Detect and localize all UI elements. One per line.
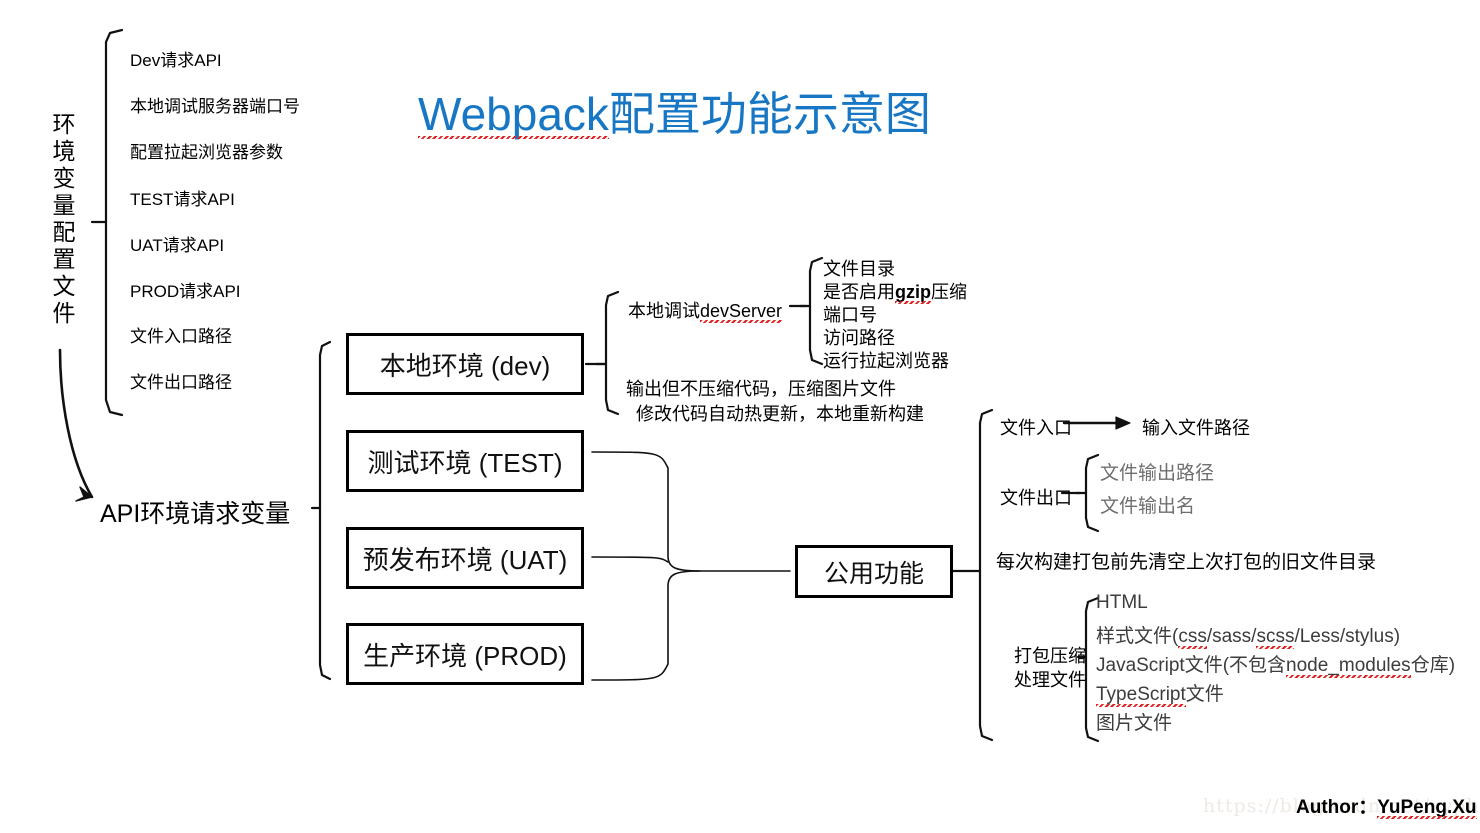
env-config-item-7: 文件出口路径 (130, 373, 232, 392)
file-output-item-0: 文件输出路径 (1100, 463, 1215, 484)
text-post: 压缩 (931, 282, 967, 303)
devserver-item-2: 端口号 (823, 301, 877, 327)
file-output-label: 文件出口 (1000, 488, 1072, 509)
author-credit: Author：YuPeng.Xu (1296, 792, 1477, 819)
text: JavaScript文件(不包含 (1096, 655, 1287, 676)
author-name: YuPeng.Xu (1377, 797, 1477, 819)
devserver-prefix: 本地调试 (628, 301, 700, 322)
dev-note-1: 修改代码自动热更新，本地重新构建 (636, 404, 924, 425)
clean-note: 每次构建打包前先清空上次打包的旧文件目录 (996, 551, 1377, 573)
text-post: 文件 (1185, 684, 1224, 705)
text-post: /Less/stylus) (1294, 626, 1401, 647)
env-box-prod[interactable]: 生产环境 (PROD) (346, 623, 584, 685)
env-config-vertical-label: 环境变量配置文件 (49, 112, 75, 328)
text: 样式文件( (1096, 626, 1179, 647)
text: HTML (1096, 592, 1148, 613)
author-prefix: Author： (1296, 797, 1378, 818)
pack-compress-label: 打包压缩 处理文件 (1014, 645, 1086, 693)
pack-item-2: JavaScript文件(不包含node_modules仓库) (1096, 650, 1456, 678)
text: 端口号 (823, 305, 877, 326)
text: 访问路径 (823, 328, 895, 349)
text: 图片文件 (1096, 713, 1173, 734)
env-box-dev[interactable]: 本地环境 (dev) (346, 333, 584, 395)
devserver-name: devServer (700, 301, 783, 323)
text-post: 仓库) (1410, 655, 1456, 676)
pack-item-4: 图片文件 (1096, 708, 1172, 735)
devserver-item-0: 文件目录 (823, 255, 895, 281)
marked-text: css (1178, 626, 1207, 649)
devserver-item-1: 是否启用gzip压缩 (823, 278, 967, 304)
marked-text: gzip (895, 282, 931, 304)
env-config-item-5: PROD请求API (130, 282, 241, 301)
pack-item-0: HTML (1096, 592, 1148, 614)
env-config-item-4: UAT请求API (130, 236, 225, 255)
pack-compress-label-line1: 打包压缩 (1014, 646, 1086, 667)
page-title: Webpack配置功能示意图 (418, 78, 931, 144)
pack-compress-label-line2: 处理文件 (1014, 670, 1086, 691)
env-config-item-1: 本地调试服务器端口号 (130, 97, 300, 116)
devserver-label: 本地调试devServer (628, 297, 783, 323)
env-config-item-6: 文件入口路径 (130, 327, 232, 346)
env-config-item-0: Dev请求API (130, 51, 222, 70)
csdn-watermark: https://blog.csdn.net/xyphf (1203, 795, 1480, 817)
env-config-item-2: 配置拉起浏览器参数 (130, 143, 283, 162)
env-box-uat[interactable]: 预发布环境 (UAT) (346, 527, 584, 589)
file-entry-label: 文件入口 (1000, 418, 1072, 439)
env-box-test[interactable]: 测试环境 (TEST) (346, 430, 584, 492)
marked-text: TypeScript (1096, 684, 1186, 707)
text: 是否启用 (823, 282, 895, 303)
title-cjk: 配置功能示意图 (608, 88, 931, 140)
api-env-variable-label: API环境请求变量 (100, 500, 291, 528)
marked-text: node_modules (1286, 655, 1411, 678)
devserver-item-3: 访问路径 (823, 324, 895, 350)
file-entry-target: 输入文件路径 (1142, 418, 1250, 439)
dev-note-0: 输出但不压缩代码，压缩图片文件 (626, 379, 896, 400)
title-latin: Webpack (418, 88, 609, 140)
common-function-box[interactable]: 公用功能 (795, 545, 953, 598)
pack-item-1: 样式文件(css/sass/scss/Less/stylus) (1096, 621, 1401, 649)
devserver-item-4: 运行拉起浏览器 (823, 347, 949, 373)
marked-text-2: scss (1256, 626, 1295, 649)
text: 文件目录 (823, 259, 895, 280)
text: 运行拉起浏览器 (823, 351, 949, 372)
env-config-item-3: TEST请求API (130, 190, 235, 209)
file-output-item-1: 文件输出名 (1100, 496, 1196, 517)
text-mid: /sass/ (1206, 626, 1257, 647)
pack-item-3: TypeScript文件 (1096, 679, 1224, 707)
